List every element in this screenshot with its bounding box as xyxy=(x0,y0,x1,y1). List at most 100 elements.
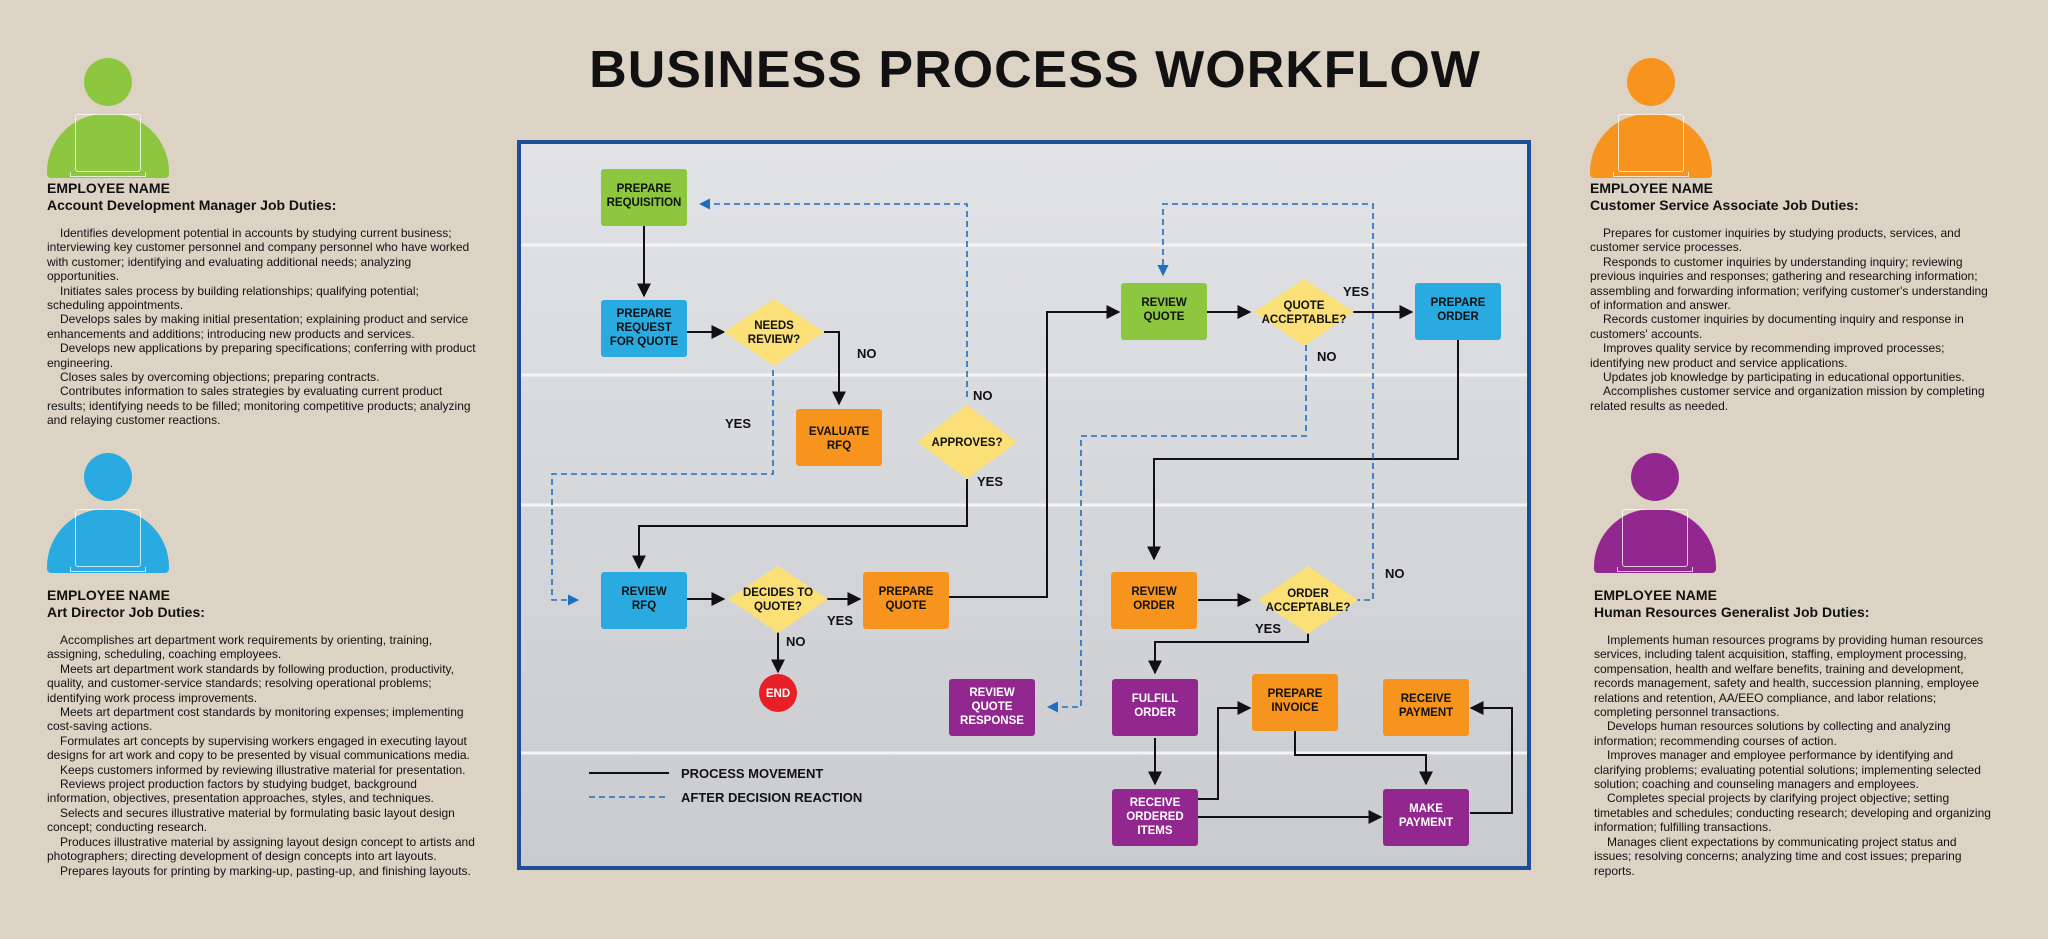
node-prepare-quote-1[interactable]: PREPARE QUOTE xyxy=(863,572,949,629)
svg-text:END: END xyxy=(766,688,790,700)
duty-item: Contributes information to sales strateg… xyxy=(47,384,471,428)
label-quote-acceptable-yes: YES xyxy=(1343,284,1369,299)
svg-text:PREPARE: PREPARE xyxy=(617,308,672,320)
svg-text:QUOTE: QUOTE xyxy=(1144,311,1185,323)
node-evaluate-rfq[interactable]: EVALUATE RFQ xyxy=(796,409,882,466)
node-receive-payment[interactable]: RECEIVE PAYMENT xyxy=(1383,679,1469,736)
node-quote-acceptable[interactable]: QUOTE ACCEPTABLE? xyxy=(1254,279,1354,346)
svg-text:ACCEPTABLE?: ACCEPTABLE? xyxy=(1262,314,1347,326)
edge-quote-acceptable-no xyxy=(1046,345,1307,713)
node-review-order[interactable]: REVIEW ORDER xyxy=(1111,572,1197,629)
duty-item: Manages client expectations by communica… xyxy=(1594,834,1962,878)
node-approves[interactable]: APPROVES? xyxy=(917,405,1017,479)
label-decides-no: NO xyxy=(786,634,806,649)
svg-text:RECEIVE: RECEIVE xyxy=(1130,797,1181,809)
svg-text:RFQ: RFQ xyxy=(632,600,656,612)
svg-text:PREPARE: PREPARE xyxy=(879,586,934,598)
laptop-icon xyxy=(70,114,146,177)
svg-text:ORDER: ORDER xyxy=(1287,588,1329,600)
svg-text:FULFILL: FULFILL xyxy=(1132,693,1179,705)
employee-name: EMPLOYEE NAME xyxy=(47,587,170,603)
avatar-head xyxy=(1631,453,1679,501)
node-prepare-invoice[interactable]: PREPARE INVOICE xyxy=(1252,674,1338,731)
svg-text:EVALUATE: EVALUATE xyxy=(809,426,870,438)
svg-text:ORDER: ORDER xyxy=(1134,707,1176,719)
duty-item: Initiates sales process by building rela… xyxy=(47,283,419,313)
laptop-icon xyxy=(70,509,146,572)
edge-invoice-to-make-payment xyxy=(1294,724,1433,786)
duty-item: Improves manager and employee performanc… xyxy=(1594,748,1981,792)
svg-text:RFQ: RFQ xyxy=(827,440,851,452)
duty-item: Identifies development potential in acco… xyxy=(47,226,470,284)
duty-item: Completes special projects by clarifying… xyxy=(1594,791,1991,835)
label-quote-acceptable-no: NO xyxy=(1317,349,1337,364)
duty-item: Keeps customers informed by reviewing il… xyxy=(60,762,466,777)
node-end[interactable]: END xyxy=(759,674,797,712)
avatar-head xyxy=(1627,58,1675,106)
employee-card-art-director: EMPLOYEE NAME Art Director Job Duties: A… xyxy=(47,587,477,878)
label-needs-review-no: NO xyxy=(857,346,877,361)
duty-item: Reviews project production factors by st… xyxy=(47,777,434,806)
label-needs-review-yes: YES xyxy=(725,416,751,431)
node-decides-to-quote[interactable]: DECIDES TO QUOTE? xyxy=(728,566,828,633)
workflow-nodes: PREPARE REQUISITION PREPARE REQUEST FOR … xyxy=(601,169,1501,846)
svg-text:ORDERED: ORDERED xyxy=(1126,811,1184,823)
duty-item: Selects and secures illustrative materia… xyxy=(47,805,455,835)
avatar-hr-generalist xyxy=(1594,453,1716,573)
node-review-rfq[interactable]: REVIEW RFQ xyxy=(601,572,687,629)
employee-name: EMPLOYEE NAME xyxy=(1590,180,1713,196)
duties-list: Identifies development potential in acco… xyxy=(47,226,477,428)
duty-item: Improves quality service by recommending… xyxy=(1590,341,1945,370)
label-approves-no: NO xyxy=(973,388,993,403)
duty-item: Develops sales by making initial present… xyxy=(47,312,469,341)
edge-order-acceptable-yes xyxy=(1148,628,1309,675)
svg-text:PAYMENT: PAYMENT xyxy=(1399,707,1453,719)
node-fulfill-order[interactable]: FULFILL ORDER xyxy=(1112,679,1198,736)
employee-name: EMPLOYEE NAME xyxy=(47,180,170,196)
node-review-quote[interactable]: REVIEW QUOTE xyxy=(1121,283,1207,340)
avatar-art-director xyxy=(47,453,169,573)
employee-role: Human Resources Generalist Job Duties: xyxy=(1594,604,1870,620)
edge-labels: NO YES NO YES YES NO YES NO NO YES xyxy=(725,284,1405,649)
edge-receive-items-to-invoice xyxy=(1198,701,1252,800)
employee-card-customer-service: EMPLOYEE NAME Customer Service Associate… xyxy=(1590,180,1990,413)
label-order-acceptable-no: NO xyxy=(1385,566,1405,581)
edge-prepare-order-to-review-order xyxy=(1147,340,1459,561)
node-make-payment[interactable]: MAKE PAYMENT xyxy=(1383,789,1469,846)
svg-text:REQUEST: REQUEST xyxy=(616,322,672,334)
duty-item: Prepares layouts for printing by marking… xyxy=(60,863,471,878)
edge-approves-yes xyxy=(632,479,968,570)
node-needs-review[interactable]: NEEDS REVIEW? xyxy=(724,299,824,366)
duties-list: Implements human resources programs by p… xyxy=(1594,633,1994,878)
node-prepare-request-for-quote[interactable]: PREPARE REQUEST FOR QUOTE xyxy=(601,300,687,357)
svg-text:QUOTE: QUOTE xyxy=(1284,300,1325,312)
node-review-quote-response[interactable]: REVIEW QUOTE RESPONSE xyxy=(949,679,1035,736)
employee-card-hr-generalist: EMPLOYEE NAME Human Resources Generalist… xyxy=(1594,587,1994,878)
svg-text:NEEDS: NEEDS xyxy=(754,320,794,332)
duty-item: Meets art department work standards by f… xyxy=(47,661,454,705)
legend-dashed-label: AFTER DECISION REACTION xyxy=(681,790,862,805)
node-receive-ordered-items[interactable]: RECEIVE ORDERED ITEMS xyxy=(1112,789,1198,846)
duty-item: Develops human resources solutions by co… xyxy=(1594,719,1951,748)
node-order-acceptable[interactable]: ORDER ACCEPTABLE? xyxy=(1258,566,1358,634)
avatar-customer-service xyxy=(1590,58,1712,178)
svg-text:ITEMS: ITEMS xyxy=(1137,825,1172,837)
edge-approves-no xyxy=(698,198,968,397)
duty-item: Meets art department cost standards by m… xyxy=(47,705,464,734)
edge-needs-review-yes xyxy=(551,370,774,606)
employee-role: Art Director Job Duties: xyxy=(47,604,205,620)
svg-text:DECIDES TO: DECIDES TO xyxy=(743,587,813,599)
legend: PROCESS MOVEMENT AFTER DECISION REACTION xyxy=(589,766,862,805)
svg-text:PREPARE: PREPARE xyxy=(1268,688,1323,700)
employee-card-account-manager: EMPLOYEE NAME Account Development Manage… xyxy=(47,180,477,428)
label-approves-yes: YES xyxy=(977,474,1003,489)
duties-list: Accomplishes art department work require… xyxy=(47,633,477,878)
svg-text:QUOTE: QUOTE xyxy=(886,600,927,612)
edge-make-payment-to-receive-payment xyxy=(1469,701,1513,814)
duty-item: Accomplishes customer service and organi… xyxy=(1590,384,1985,413)
duty-item: Accomplishes art department work require… xyxy=(47,633,433,662)
process-connectors xyxy=(632,226,1513,824)
node-prepare-order[interactable]: PREPARE ORDER xyxy=(1415,283,1501,340)
node-prepare-requisition[interactable]: PREPARE REQUISITION xyxy=(601,169,687,226)
svg-text:PREPARE: PREPARE xyxy=(617,183,672,195)
